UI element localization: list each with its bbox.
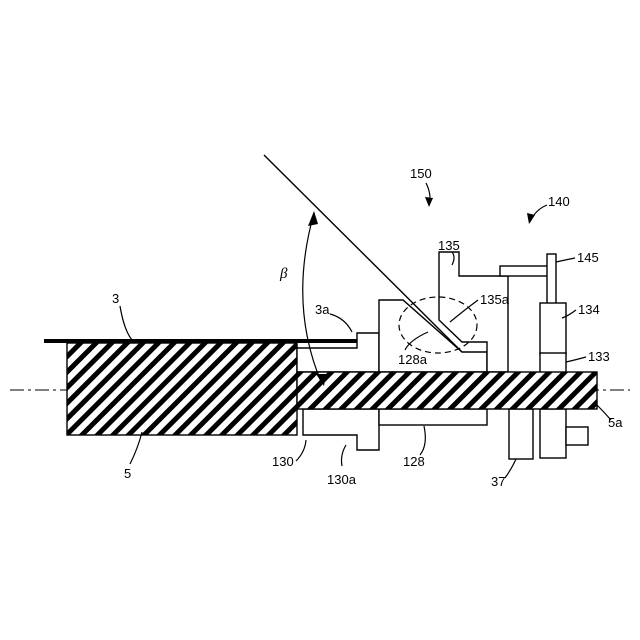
part-3-sheet	[44, 339, 357, 343]
beta-arrowhead-top	[308, 211, 318, 226]
part-5-block	[67, 343, 297, 435]
part-130-lower-body	[303, 409, 379, 450]
label-135: 135	[438, 238, 460, 253]
leader-150-arrow	[425, 197, 433, 207]
cutting-line	[264, 155, 462, 352]
part-134-lower	[540, 409, 566, 458]
part-128-lower	[379, 409, 487, 425]
leader-3a	[330, 314, 352, 332]
label-135a: 135a	[480, 292, 510, 307]
label-133: 133	[588, 349, 610, 364]
label-140: 140	[548, 194, 570, 209]
part-145-pin	[547, 254, 556, 304]
label-128a: 128a	[398, 352, 428, 367]
label-beta: β	[279, 266, 288, 282]
part-37-lower	[509, 409, 533, 459]
leader-128	[420, 426, 425, 455]
part-133-upper	[540, 353, 566, 373]
leader-140	[530, 205, 547, 222]
label-37: 37	[491, 474, 505, 489]
label-3a: 3a	[315, 302, 330, 317]
part-130-upper-body	[297, 333, 379, 372]
leader-133	[566, 357, 586, 362]
leader-3	[120, 306, 132, 340]
part-134-upper	[540, 303, 566, 354]
label-3: 3	[112, 291, 119, 306]
part-5a-shaft	[297, 372, 597, 409]
part-133-lower-knob	[566, 427, 588, 445]
leader-130	[296, 440, 306, 461]
label-5: 5	[124, 466, 131, 481]
label-130: 130	[272, 454, 294, 469]
label-145: 145	[577, 250, 599, 265]
label-150: 150	[410, 166, 432, 181]
part-145-tab	[500, 266, 551, 276]
leader-37	[505, 459, 516, 478]
label-128: 128	[403, 454, 425, 469]
leader-130a	[342, 445, 347, 466]
label-130a: 130a	[327, 472, 357, 487]
label-5a: 5a	[608, 415, 623, 430]
leader-5	[130, 432, 142, 464]
leader-145	[556, 258, 575, 262]
label-134: 134	[578, 302, 600, 317]
